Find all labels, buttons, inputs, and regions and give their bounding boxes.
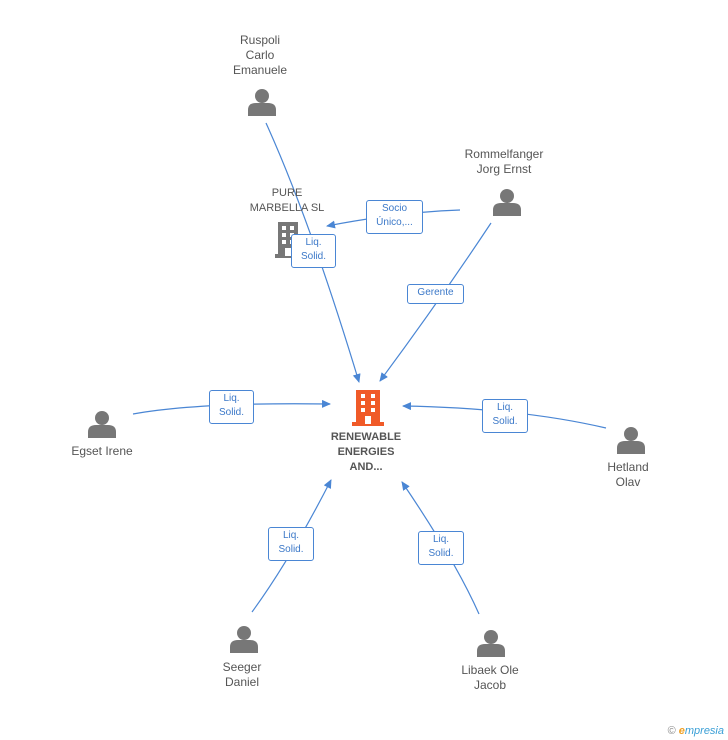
edge-label-liq-solid-seeger[interactable]: Liq. Solid. <box>268 527 314 561</box>
person-label-seeger[interactable]: Seeger Daniel <box>222 660 262 689</box>
empresia-watermark: © empresia <box>668 725 724 737</box>
person-label-ruspoli[interactable]: Ruspoli Carlo Emanuele <box>232 33 288 77</box>
building-icon <box>352 390 384 426</box>
person-icon <box>88 411 116 438</box>
person-label-rommelfanger[interactable]: Rommelfanger Jorg Ernst <box>464 147 544 176</box>
empresia-logo: empresia <box>678 725 724 737</box>
person-node-egset[interactable] <box>88 410 116 438</box>
person-node-libaek[interactable] <box>477 629 505 657</box>
edge-label-liq-solid-libaek[interactable]: Liq. Solid. <box>418 531 464 565</box>
person-node-seeger[interactable] <box>230 625 258 653</box>
person-icon <box>617 427 645 454</box>
company-node-renewable-energies[interactable] <box>352 390 384 426</box>
person-node-rommelfanger[interactable] <box>493 188 521 216</box>
edge-label-socio-unico[interactable]: Socio Único,... <box>366 200 423 234</box>
person-icon <box>248 89 276 116</box>
person-icon <box>230 626 258 653</box>
company-label-pure-marbella[interactable]: PURE MARBELLA SL <box>249 187 325 214</box>
person-icon <box>477 630 505 657</box>
center-company-label[interactable]: RENEWABLE ENERGIES AND... <box>330 431 402 473</box>
person-icon <box>493 189 521 216</box>
edge-label-liq-solid-egset[interactable]: Liq. Solid. <box>209 390 254 424</box>
person-label-egset[interactable]: Egset Irene <box>71 444 133 458</box>
person-label-libaek[interactable]: Libaek Ole Jacob <box>461 663 519 692</box>
edge-label-liq-solid-pure[interactable]: Liq. Solid. <box>291 234 336 268</box>
person-label-hetland[interactable]: Hetland Olav <box>607 460 649 489</box>
edge-label-gerente[interactable]: Gerente <box>407 284 464 304</box>
copyright-symbol: © <box>667 725 676 737</box>
person-node-ruspoli[interactable] <box>248 88 276 116</box>
person-node-hetland[interactable] <box>617 426 645 454</box>
edge-label-liq-solid-hetland[interactable]: Liq. Solid. <box>482 399 528 433</box>
